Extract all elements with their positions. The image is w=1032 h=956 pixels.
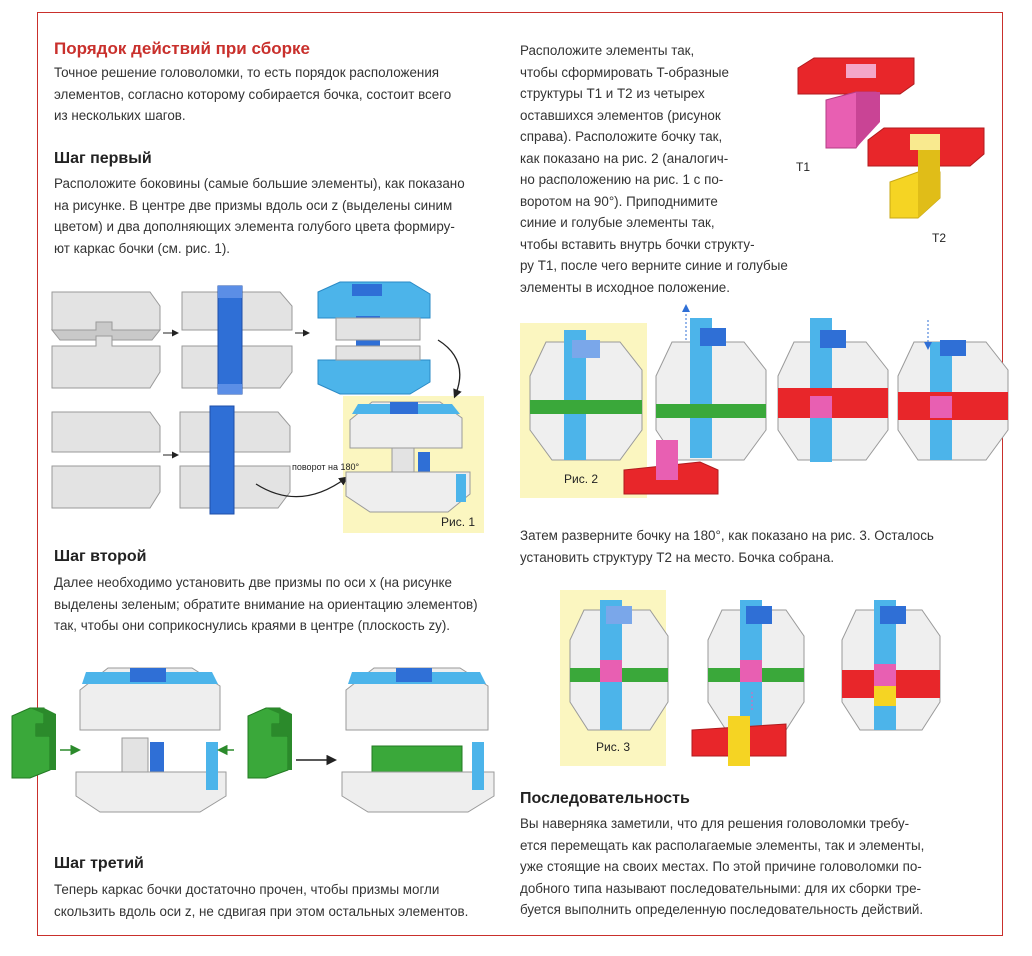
rotate-label: поворот на 180° (292, 462, 360, 472)
t2-label: T2 (932, 231, 947, 245)
page-title: Порядок действий при сборке (54, 39, 310, 58)
page-frame (37, 12, 1003, 936)
fig-with-blue-prism (181, 285, 293, 395)
t1-structure (797, 57, 915, 149)
sequence-text: Вы наверняка заметили, что для решения г… (520, 816, 925, 917)
fig2-barrel-3 (777, 318, 889, 462)
intro-text: Точное решение головоломки, то есть поря… (54, 65, 452, 123)
step2-barrel-2 (341, 667, 495, 813)
fig3-barrel-1 (569, 600, 669, 731)
step3-text: Теперь каркас бочки достаточно прочен, ч… (54, 882, 469, 919)
fig2-barrel-2 (623, 304, 767, 495)
step1-heading: Шаг первый (54, 150, 152, 167)
fig-light-blue-frame (317, 281, 431, 395)
fig-side-pieces-a (50, 291, 162, 389)
fig2-barrel-4 (897, 320, 1009, 461)
step2-text: Далее необходимо установить две призмы п… (54, 575, 478, 633)
fig3-barrel-2 (691, 600, 805, 766)
green-prism-right (247, 707, 292, 779)
fig1-barrel (345, 401, 471, 513)
fig2-barrel-1 (529, 330, 643, 461)
t1-label: T1 (796, 160, 811, 174)
step3-heading: Шаг третий (54, 855, 144, 872)
t2-structure (867, 127, 985, 219)
right-mid-text: Затем разверните бочку на 180°, как пока… (520, 528, 934, 565)
right-top-text: Расположите элементы так,чтобы сформиров… (520, 43, 788, 295)
fig2-caption: Рис. 2 (564, 472, 599, 486)
green-prism-left (11, 707, 56, 779)
sequence-heading: Последовательность (520, 790, 690, 807)
fig-side-pieces-b (51, 411, 161, 509)
fig3-barrel-3 (841, 600, 941, 731)
fig-with-blue-prism-b (179, 405, 291, 515)
step1-text: Расположите боковины (самые большие элем… (54, 176, 465, 256)
step2-heading: Шаг второй (54, 548, 147, 565)
fig3-caption: Рис. 3 (596, 740, 631, 754)
fig1-caption: Рис. 1 (441, 515, 476, 529)
step2-barrel-1 (75, 667, 227, 813)
